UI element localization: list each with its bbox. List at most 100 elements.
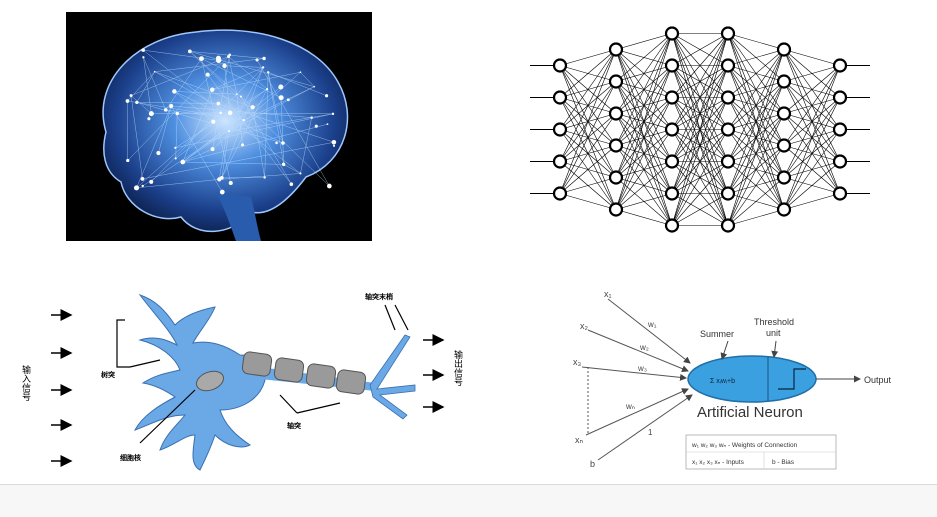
network-edge — [616, 66, 672, 210]
brain-sparkle — [147, 117, 150, 120]
network-node — [778, 204, 790, 216]
network-node — [778, 76, 790, 88]
biological-neuron: 输入信号 输出信号 树突 细胞 — [15, 285, 475, 480]
network-node — [666, 92, 678, 104]
brain-sparkle — [176, 112, 179, 115]
network-edge — [728, 146, 784, 226]
network-node — [554, 188, 566, 200]
network-graph — [525, 22, 875, 237]
network-node — [722, 60, 734, 72]
brain-sparkle — [149, 180, 153, 184]
brain-sparkle — [156, 151, 160, 155]
network-edge — [560, 82, 616, 194]
input-bias: b — [590, 459, 595, 469]
network-node — [666, 124, 678, 136]
brain-sparkle — [278, 84, 283, 89]
network-edge — [616, 34, 672, 178]
network-node — [666, 220, 678, 232]
network-edge — [728, 114, 784, 226]
weight-w2: w₂ — [639, 343, 649, 352]
nucleus-label: 细胞核 — [120, 453, 141, 462]
input-signal-label: 输入信号 — [20, 364, 31, 402]
network-node — [834, 156, 846, 168]
brain-sparkle — [217, 102, 221, 106]
brain-sparkle — [220, 190, 225, 195]
neural-network-diagram — [525, 22, 875, 237]
weight-1: 1 — [648, 428, 653, 437]
brain-sparkle — [310, 116, 312, 118]
network-edge — [728, 50, 784, 66]
network-edge — [616, 34, 672, 50]
brain-image — [66, 12, 372, 241]
brain-sparkle — [325, 94, 328, 97]
network-edge — [560, 178, 616, 194]
brain-sparkle — [175, 157, 177, 159]
network-node — [554, 124, 566, 136]
network-node — [722, 28, 734, 40]
brain-sparkle — [142, 56, 144, 58]
brain-sparkle — [262, 66, 264, 68]
network-edge — [616, 130, 672, 210]
axon-terminal-label: 轴突末梢 — [365, 292, 393, 301]
input-x2: x₂ — [580, 321, 589, 331]
brain-sparkle — [222, 64, 226, 68]
brain-sparkle — [169, 104, 173, 108]
network-edge — [784, 194, 840, 210]
network-edge — [728, 50, 784, 130]
network-edge — [784, 162, 840, 210]
brain-sparkle — [199, 56, 204, 61]
brain-sparkle — [210, 87, 214, 91]
network-edge — [784, 98, 840, 210]
brain-sparkle — [172, 89, 176, 93]
brain-sparkle — [327, 184, 332, 189]
brain-sparkle — [250, 105, 254, 109]
network-edge — [728, 50, 784, 98]
network-edge — [616, 34, 672, 114]
network-edge — [616, 98, 672, 210]
brain-sparkle — [164, 108, 168, 112]
network-node — [834, 60, 846, 72]
legend-inputs: x₁ x₂ x₃ xₙ - Inputs — [692, 459, 745, 466]
network-node — [666, 188, 678, 200]
network-node — [778, 172, 790, 184]
brain-sparkle — [332, 140, 337, 145]
legend-weights: w₁ w₂ w₃ wₙ - Weights of Connection — [691, 442, 798, 449]
brain-sparkle — [174, 147, 176, 149]
network-node — [610, 44, 622, 56]
network-edge — [560, 50, 616, 130]
artificial-neuron-diagram: x₁ x₂ x₃ xₙ b w₁ w₂ w₃ wₙ 1 Σ xᵢwᵢ+b Out… — [560, 285, 920, 475]
biological-neuron-diagram: 输入信号 输出信号 树突 细胞 — [15, 285, 475, 480]
brain-sparkle — [211, 120, 215, 124]
network-edge — [784, 66, 840, 178]
network-node — [666, 60, 678, 72]
brain-sparkle — [227, 55, 230, 58]
brain-sparkle — [281, 141, 285, 145]
brain-sparkle — [228, 111, 233, 116]
network-edge — [784, 66, 840, 210]
network-node — [834, 92, 846, 104]
brain-sparkle — [313, 86, 315, 88]
network-node — [554, 156, 566, 168]
network-edge — [560, 194, 616, 210]
network-edge — [728, 178, 784, 226]
input-arrows — [51, 315, 71, 461]
weight-w3: w₃ — [637, 364, 647, 373]
network-node — [666, 156, 678, 168]
weight-w1: w₁ — [647, 320, 657, 329]
network-node — [722, 220, 734, 232]
network-edge — [728, 50, 784, 226]
axon-terminal — [370, 335, 415, 419]
network-edge — [728, 50, 784, 162]
brain-sparkle — [279, 95, 284, 100]
brain-sparkle — [206, 73, 210, 77]
network-node — [778, 140, 790, 152]
brain-illustration — [66, 12, 372, 241]
brain-sparkle — [327, 123, 329, 125]
brain-sparkle — [332, 113, 334, 115]
brain-sparkle — [149, 111, 154, 116]
network-edge — [560, 50, 616, 194]
network-node — [778, 108, 790, 120]
neuron-body — [688, 356, 816, 402]
brain-sparkle — [126, 99, 130, 103]
weight-wn: wₙ — [625, 402, 635, 411]
